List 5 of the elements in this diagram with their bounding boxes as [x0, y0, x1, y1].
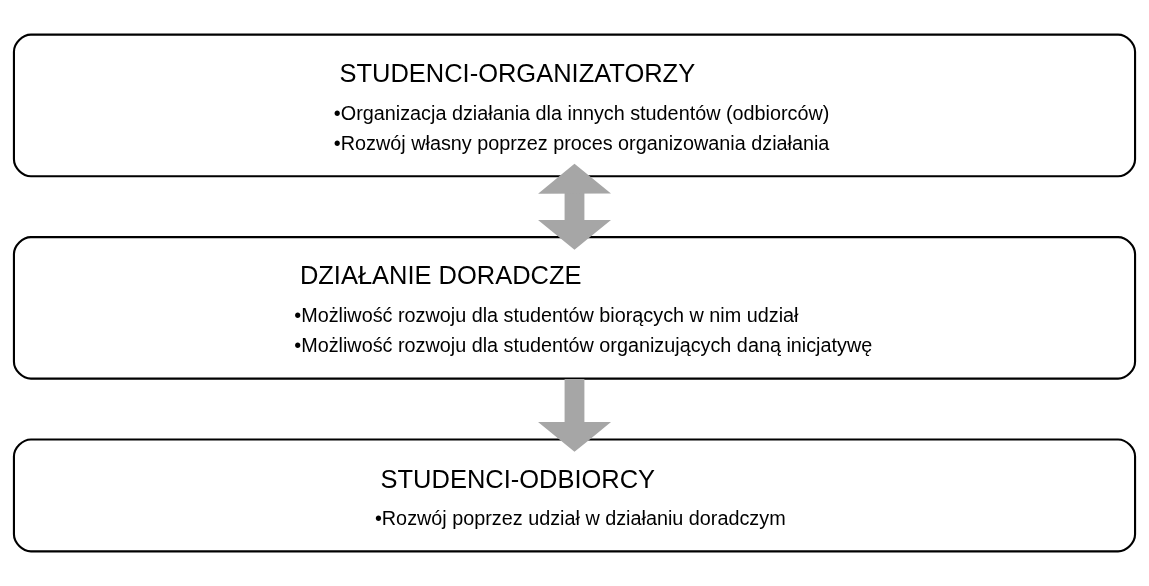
node-box: STUDENCI-ORGANIZATORZY •Organizacja działania dla innych studentów (odbiorców) •Rozwój własny poprzez proces organizowania działania — [12, 33, 1137, 178]
arrow — [538, 379, 611, 452]
node-box: STUDENCI-ODBIORCY •Rozwój poprzez udział w działaniu doradczym — [12, 438, 1137, 553]
node-box: DZIAŁANIE DORADCZE •Możliwość rozwoju dla studentów biorących w nim udział •Możliwość rozwoju dla studentów organizujących daną inicjatywę — [12, 236, 1137, 380]
arrow — [538, 163, 611, 250]
